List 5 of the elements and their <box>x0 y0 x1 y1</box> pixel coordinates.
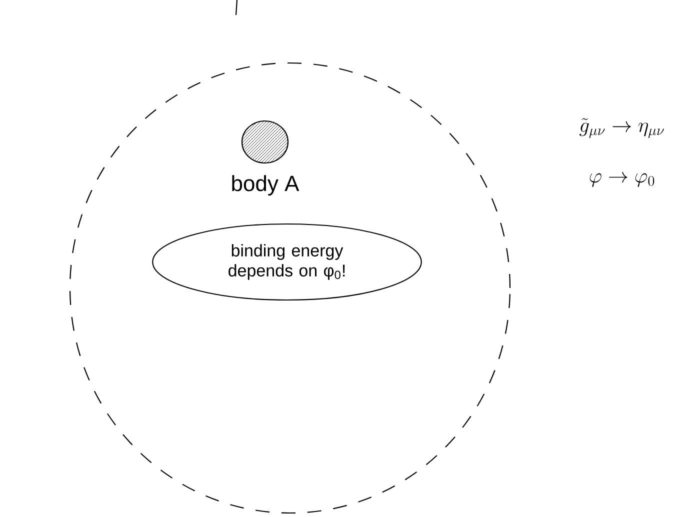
formula: $\varphi \to \varphi_{0}$ <box>590 172 654 187</box>
hatched-body <box>241 120 289 164</box>
dashed-circle <box>69 62 511 514</box>
formula: $\tilde{g}_{\mu\nu} \to \eta_{\mu\nu}$ <box>580 118 664 138</box>
body-caption: body A <box>232 175 300 196</box>
